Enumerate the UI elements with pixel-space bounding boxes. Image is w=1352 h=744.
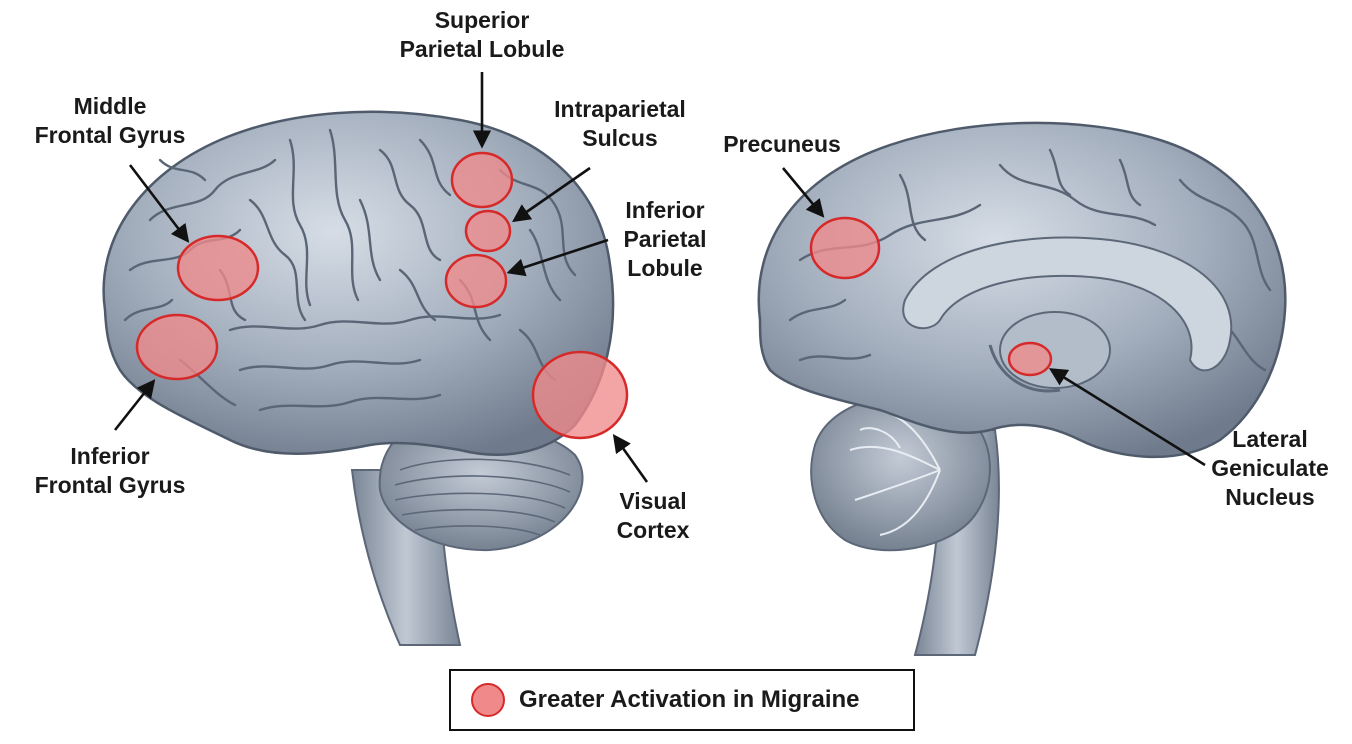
label-line: Superior bbox=[382, 6, 582, 35]
label-line: Lateral bbox=[1195, 425, 1345, 454]
label-visual-cortex: Visual Cortex bbox=[598, 487, 708, 545]
activation-middle-frontal-gyrus bbox=[178, 236, 258, 300]
label-line: Frontal Gyrus bbox=[20, 471, 200, 500]
label-line: Sulcus bbox=[535, 124, 705, 153]
label-line: Cortex bbox=[598, 516, 708, 545]
activation-inferior-parietal-lobule bbox=[446, 255, 506, 307]
label-intraparietal-sulcus: Intraparietal Sulcus bbox=[535, 95, 705, 153]
arrow-visual-cortex bbox=[615, 437, 647, 482]
label-middle-frontal-gyrus: Middle Frontal Gyrus bbox=[20, 92, 200, 150]
label-line: Intraparietal bbox=[535, 95, 705, 124]
label-line: Geniculate bbox=[1195, 454, 1345, 483]
activation-precuneus bbox=[811, 218, 879, 278]
label-line: Frontal Gyrus bbox=[20, 121, 200, 150]
label-line: Inferior bbox=[605, 196, 725, 225]
sagittal-brain bbox=[759, 123, 1286, 655]
activation-superior-parietal-lobule bbox=[452, 153, 512, 207]
legend: Greater Activation in Migraine bbox=[449, 669, 915, 731]
label-inferior-frontal-gyrus: Inferior Frontal Gyrus bbox=[20, 442, 200, 500]
label-line: Visual bbox=[598, 487, 708, 516]
label-line: Parietal bbox=[605, 225, 725, 254]
label-superior-parietal-lobule: Superior Parietal Lobule bbox=[382, 6, 582, 64]
label-line: Inferior bbox=[20, 442, 200, 471]
label-line: Lobule bbox=[605, 254, 725, 283]
label-line: Precuneus bbox=[707, 130, 857, 159]
activation-intraparietal-sulcus bbox=[466, 211, 510, 251]
label-precuneus: Precuneus bbox=[707, 130, 857, 159]
label-lateral-geniculate-nucleus: Lateral Geniculate Nucleus bbox=[1195, 425, 1345, 512]
activation-visual-cortex bbox=[533, 352, 627, 438]
label-line: Middle bbox=[20, 92, 200, 121]
activation-lateral-geniculate-nucleus bbox=[1009, 343, 1051, 375]
label-inferior-parietal-lobule: Inferior Parietal Lobule bbox=[605, 196, 725, 283]
label-line: Nucleus bbox=[1195, 483, 1345, 512]
legend-label: Greater Activation in Migraine bbox=[519, 686, 860, 714]
label-line: Parietal Lobule bbox=[382, 35, 582, 64]
arrow-inferior-frontal-gyrus bbox=[115, 382, 153, 430]
legend-swatch-icon bbox=[471, 683, 505, 717]
activation-inferior-frontal-gyrus bbox=[137, 315, 217, 379]
